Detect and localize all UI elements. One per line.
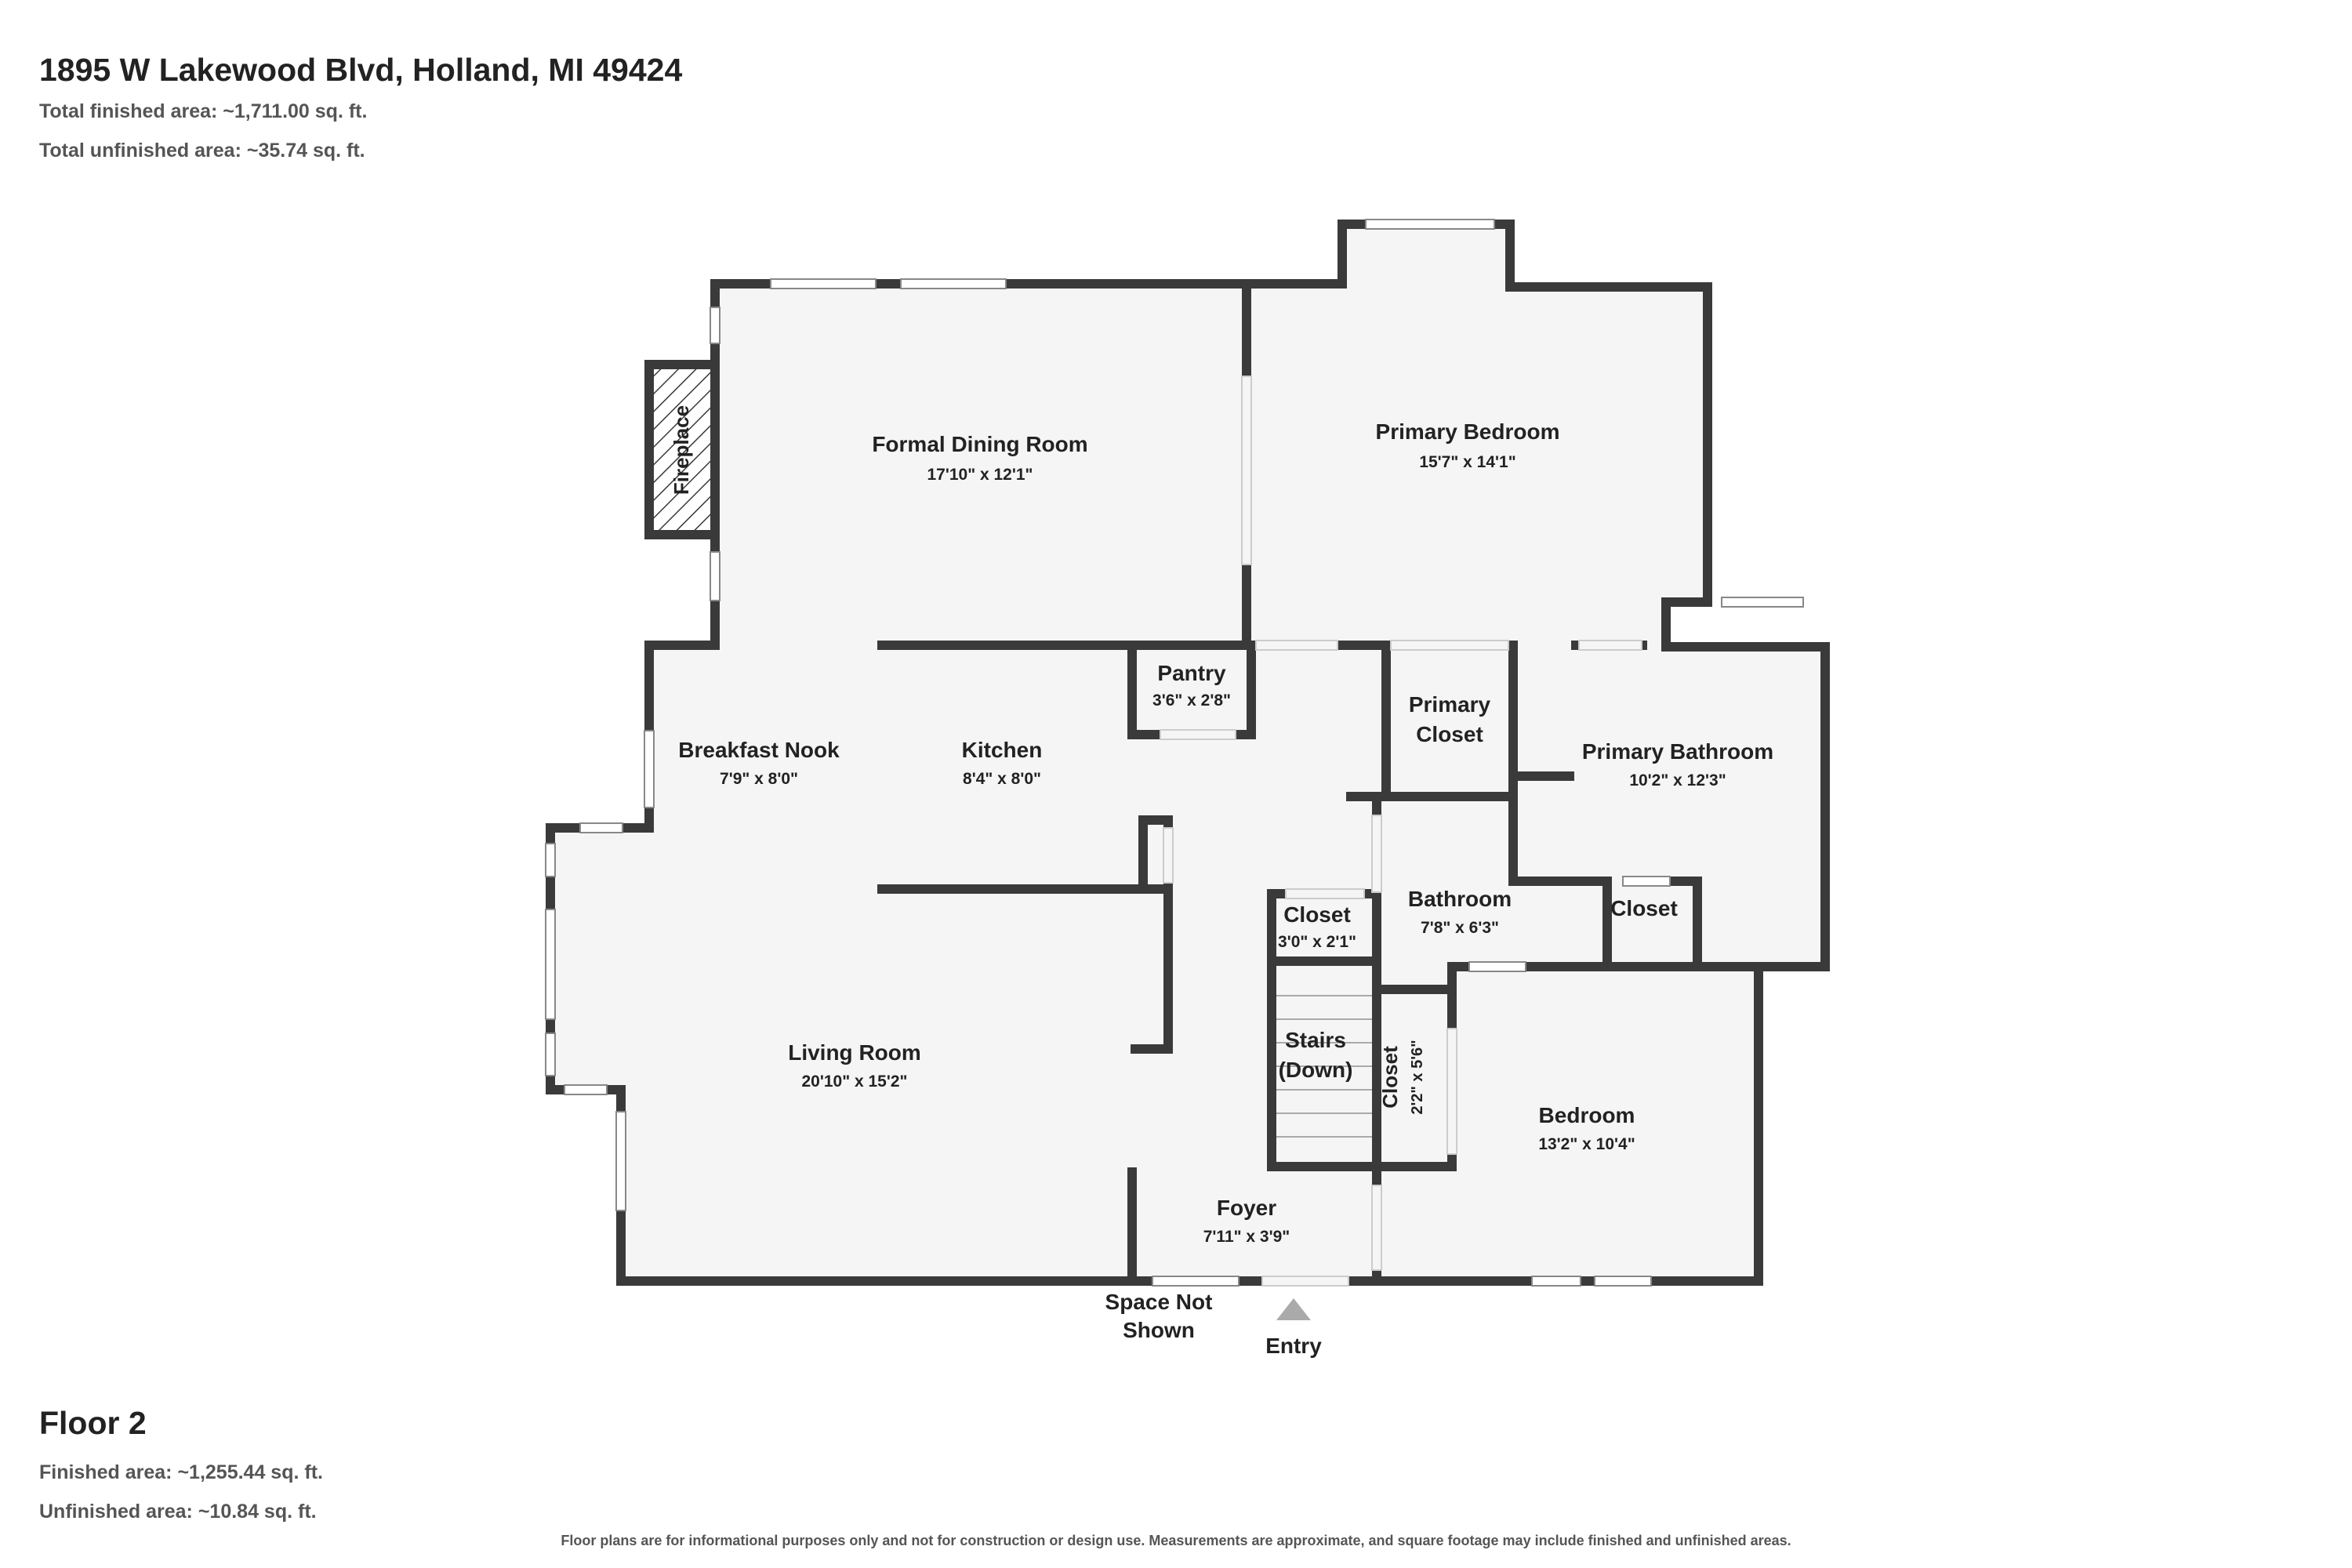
room-primary-bathroom-name: Primary Bathroom: [1582, 739, 1773, 764]
room-primary-closet-line1: Primary: [1409, 692, 1491, 717]
room-living-room-dims: 20'10" x 15'2": [801, 1073, 907, 1091]
room-primary-bathroom-dims: 10'2" x 12'3": [1629, 771, 1726, 789]
room-pantry-dims: 3'6" x 2'8": [1152, 691, 1231, 710]
room-closet-small-name: Closet: [1283, 902, 1351, 927]
openings: [1160, 376, 1642, 1287]
room-closet-bath-name: Closet: [1610, 896, 1678, 920]
total-unfinished-area: Total unfinished area: ~35.74 sq. ft.: [39, 140, 365, 162]
room-closet-vertical-name: Closet: [1378, 1046, 1402, 1109]
room-foyer-name: Foyer: [1217, 1196, 1276, 1220]
windows: [545, 219, 1804, 1287]
label-space-not-shown-1: Space Not: [1105, 1290, 1213, 1314]
room-primary-closet-line2: Closet: [1416, 722, 1483, 746]
room-living-room-name: Living Room: [788, 1040, 921, 1065]
room-primary-bedroom-name: Primary Bedroom: [1376, 419, 1560, 444]
room-closet-small-dims: 3'0" x 2'1": [1278, 933, 1356, 951]
room-breakfast-nook-dims: 7'9" x 8'0": [720, 770, 798, 788]
room-bathroom-name: Bathroom: [1408, 887, 1512, 911]
room-bedroom-name: Bedroom: [1539, 1103, 1635, 1127]
entry-arrow-icon: [1276, 1298, 1311, 1320]
room-fireplace-name: Fireplace: [670, 405, 693, 495]
total-finished-area: Total finished area: ~1,711.00 sq. ft.: [39, 100, 368, 122]
stairs-treads: [1276, 995, 1372, 1138]
room-bedroom-dims: 13'2" x 10'4": [1538, 1135, 1635, 1153]
room-stairs-line1: Stairs: [1285, 1028, 1346, 1052]
room-primary-bedroom-dims: 15'7" x 14'1": [1419, 453, 1515, 471]
label-entry: Entry: [1265, 1334, 1322, 1358]
floor-fill: [550, 224, 1825, 1281]
room-bathroom-dims: 7'8" x 6'3": [1421, 919, 1499, 937]
room-stairs-line2: (Down): [1279, 1058, 1353, 1082]
floor-unfinished-area: Unfinished area: ~10.84 sq. ft.: [39, 1501, 317, 1523]
room-kitchen-dims: 8'4" x 8'0": [963, 770, 1041, 788]
floor-finished-area: Finished area: ~1,255.44 sq. ft.: [39, 1461, 323, 1483]
room-pantry-name: Pantry: [1157, 661, 1226, 685]
floor-name: Floor 2: [39, 1405, 147, 1441]
room-dining-dims: 17'10" x 12'1": [927, 466, 1033, 484]
label-space-not-shown-2: Shown: [1123, 1318, 1195, 1342]
room-breakfast-nook-name: Breakfast Nook: [678, 738, 840, 762]
room-dining-name: Formal Dining Room: [872, 432, 1087, 456]
room-foyer-dims: 7'11" x 3'9": [1203, 1228, 1290, 1246]
disclaimer: Floor plans are for informational purpos…: [561, 1533, 1791, 1548]
address-title: 1895 W Lakewood Blvd, Holland, MI 49424: [39, 52, 683, 88]
room-kitchen-name: Kitchen: [962, 738, 1043, 762]
room-closet-vertical-dims: 2'2" x 5'6": [1409, 1040, 1426, 1114]
